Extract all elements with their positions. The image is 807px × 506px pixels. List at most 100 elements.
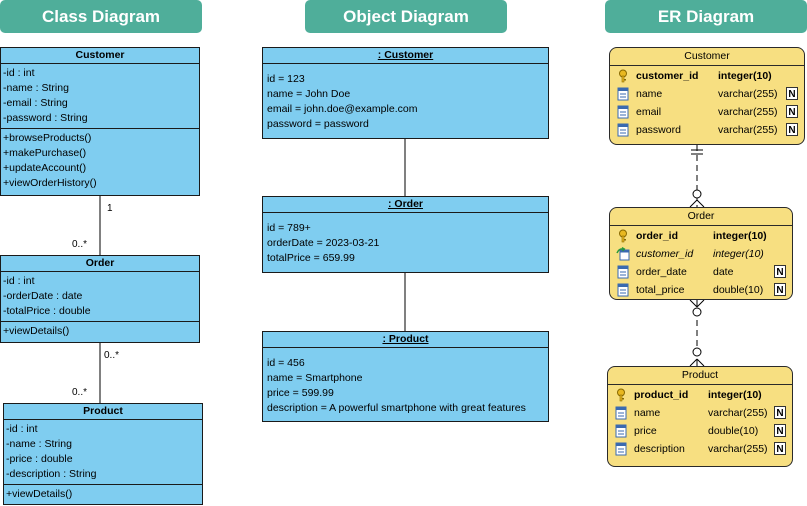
column-name: name [634, 407, 661, 419]
method: +viewDetails() [3, 325, 70, 337]
er-column-row: order_id integer(10) [616, 227, 786, 245]
attribute: -orderDate : date [3, 290, 83, 302]
object-product[interactable]: : Product id = 456 name = Smartphone pri… [262, 331, 549, 422]
entity-name: Product [608, 367, 792, 385]
method: +browseProducts() [3, 132, 92, 144]
attribute: -id : int [3, 275, 35, 287]
slot: price = 599.99 [267, 387, 334, 399]
column-name: price [634, 425, 657, 437]
column-icon [615, 406, 627, 420]
column-type: varchar(255) [718, 88, 778, 100]
object-order[interactable]: : Order id = 789+ orderDate = 2023-03-21… [262, 196, 549, 273]
class-customer[interactable]: Customer -id : int -name : String -email… [0, 47, 200, 196]
slots-compartment: id = 456 name = Smartphone price = 599.9… [263, 348, 548, 420]
er-column-row: price double(10) N [614, 422, 786, 440]
object-name: : Product [263, 332, 548, 348]
column-icon [615, 442, 627, 456]
foreign-key-icon [616, 247, 630, 261]
slot: name = Smartphone [267, 372, 363, 384]
attribute: -name : String [3, 82, 69, 94]
attribute: -price : double [6, 453, 73, 465]
not-null-badge: N [786, 87, 798, 100]
not-null-badge: N [774, 442, 786, 455]
column-name: password [636, 124, 681, 136]
column-type: integer(10) [713, 230, 767, 242]
multiplicity-order-product-top: 0..* [104, 350, 120, 361]
entity-customer[interactable]: Customer customer_id integer(10) name va… [609, 47, 805, 145]
slot: totalPrice = 659.99 [267, 252, 355, 264]
er-column-row: password varchar(255) N [616, 121, 798, 139]
primary-key-icon [617, 388, 625, 402]
attribute: -name : String [6, 438, 72, 450]
primary-key-icon [619, 69, 627, 83]
object-name: : Customer [263, 48, 548, 64]
slot: id = 456 [267, 357, 305, 369]
object-diagram-banner: Object Diagram [305, 0, 507, 33]
column-type: integer(10) [718, 70, 772, 82]
multiplicity-order-product-bottom: 0..* [72, 387, 88, 398]
er-column-row: name varchar(255) N [614, 404, 786, 422]
slots-compartment: id = 789+ orderDate = 2023-03-21 totalPr… [263, 213, 548, 270]
er-order-product-relationship [689, 299, 705, 367]
column-name: description [634, 443, 685, 455]
slot: password = password [267, 118, 369, 130]
slot: id = 789+ [267, 222, 311, 234]
not-null-badge: N [774, 424, 786, 437]
er-column-row: product_id integer(10) [614, 386, 786, 404]
method: +viewDetails() [6, 488, 73, 500]
class-product[interactable]: Product -id : int -name : String -price … [3, 403, 203, 505]
method: +viewOrderHistory() [3, 177, 97, 189]
multiplicity-customer-order-many: 0..* [72, 239, 88, 250]
er-column-row: name varchar(255) N [616, 85, 798, 103]
attribute: -description : String [6, 468, 97, 480]
column-icon [615, 424, 627, 438]
column-icon [617, 123, 629, 137]
object-customer[interactable]: : Customer id = 123 name = John Doe emai… [262, 47, 549, 139]
class-diagram-banner: Class Diagram [0, 0, 202, 33]
column-icon [617, 283, 629, 297]
method: +makePurchase() [3, 147, 87, 159]
entity-product[interactable]: Product product_id integer(10) name varc… [607, 366, 793, 467]
attributes-compartment: -id : int -orderDate : date -totalPrice … [1, 272, 199, 322]
class-name: Order [1, 256, 199, 272]
slot: orderDate = 2023-03-21 [267, 237, 380, 249]
not-null-badge: N [774, 283, 786, 296]
primary-key-icon [619, 229, 627, 243]
slot: id = 123 [267, 73, 305, 85]
attribute: -email : String [3, 97, 68, 109]
column-icon [617, 105, 629, 119]
methods-compartment: +browseProducts() +makePurchase() +updat… [1, 129, 199, 193]
er-diagram-banner: ER Diagram [605, 0, 807, 33]
not-null-badge: N [774, 406, 786, 419]
column-type: varchar(255) [708, 407, 768, 419]
column-name: total_price [636, 284, 685, 296]
column-type: double(10) [713, 284, 764, 296]
column-type: integer(10) [708, 389, 762, 401]
slot: name = John Doe [267, 88, 351, 100]
entity-name: Order [610, 208, 792, 226]
entity-order[interactable]: Order order_id integer(10) customer_id i… [609, 207, 793, 300]
attribute: -password : String [3, 112, 88, 124]
not-null-badge: N [786, 123, 798, 136]
column-icon [617, 265, 629, 279]
er-column-row: email varchar(255) N [616, 103, 798, 121]
column-icon [617, 87, 629, 101]
multiplicity-customer-order-one: 1 [107, 203, 113, 214]
slot: email = john.doe@example.com [267, 103, 418, 115]
column-type: integer(10) [713, 248, 764, 260]
class-name: Customer [1, 48, 199, 64]
column-type: varchar(255) [708, 443, 768, 455]
attribute: -totalPrice : double [3, 305, 91, 317]
not-null-badge: N [774, 265, 786, 278]
er-column-row: total_price double(10) N [616, 281, 786, 299]
object-name: : Order [263, 197, 548, 213]
class-order[interactable]: Order -id : int -orderDate : date -total… [0, 255, 200, 343]
class-name: Product [4, 404, 202, 420]
column-type: varchar(255) [718, 106, 778, 118]
er-column-row: customer_id integer(10) [616, 67, 798, 85]
methods-compartment: +viewDetails() [4, 485, 202, 504]
attribute: -id : int [6, 423, 38, 435]
er-column-row: order_date date N [616, 263, 786, 281]
method: +updateAccount() [3, 162, 87, 174]
